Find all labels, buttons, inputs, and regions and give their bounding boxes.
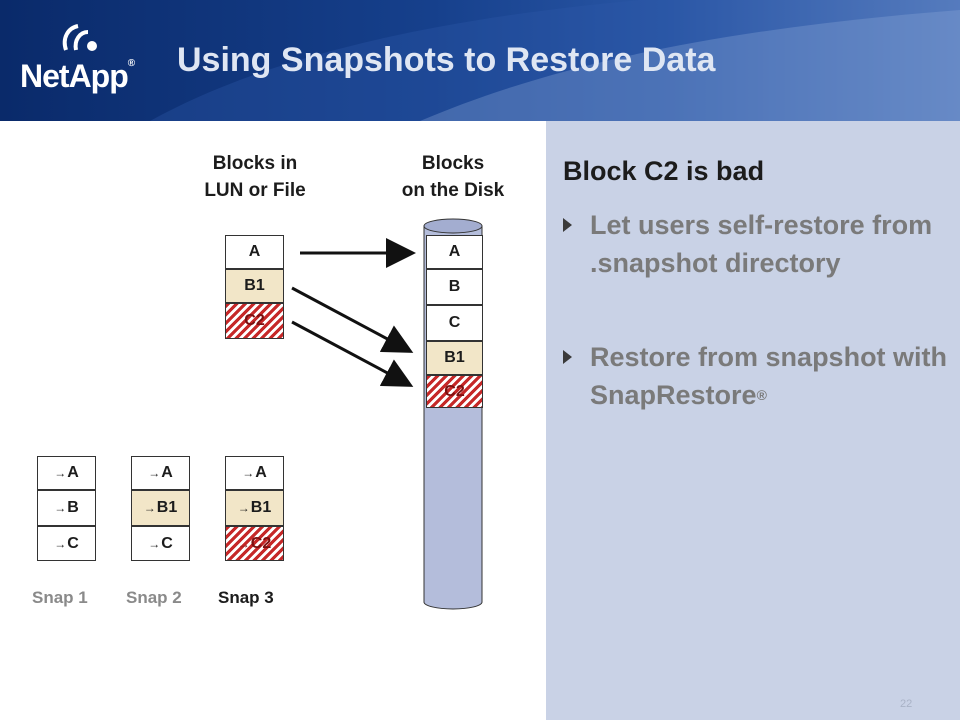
snap2-block-b1: →B1 [131, 490, 190, 526]
snap3-block-c2: →C2 [225, 526, 284, 561]
registered-mark: ® [756, 387, 767, 403]
disk-block-a: A [426, 235, 483, 269]
snap1-label: Snap 1 [32, 588, 88, 607]
arrow-c2 [291, 320, 414, 387]
bullet-self-restore: Let users self-restore from .snapshot di… [563, 206, 943, 326]
snap2-block-a: →A [131, 456, 190, 490]
bullet-text: Restore from snapshot with SnapRestore [590, 342, 948, 410]
bullet-text: Let users self-restore from .snapshot di… [590, 210, 933, 278]
snap2-label: Snap 2 [126, 588, 182, 607]
snap1-block-c: →C [37, 526, 96, 561]
bullet-triangle-icon [563, 350, 572, 364]
bullet-snaprestore: Restore from snapshot with SnapRestore® [563, 338, 947, 418]
disk-block-b: B [426, 269, 483, 305]
disk-block-c2: C2 [426, 375, 483, 408]
snap3-label: Snap 3 [218, 588, 274, 607]
page-number: 22 [900, 698, 913, 710]
disk-block-b1: B1 [426, 341, 483, 375]
logo-text: NetApp® [20, 58, 135, 94]
bullet-triangle-icon [563, 218, 572, 232]
lun-label: Blocks in LUN or File [190, 150, 320, 204]
lun-block-b1: B1 [225, 269, 284, 303]
header-banner: NetApp® Using Snapshots to Restore Data [0, 0, 960, 121]
disk-label-line2: on the Disk [401, 180, 505, 201]
snap1-block-b: →B [37, 490, 96, 526]
arrow-b1 [291, 286, 414, 353]
snap3-block-b1: →B1 [225, 490, 284, 526]
netapp-logo-mark [62, 24, 97, 51]
disk-block-c: C [426, 305, 483, 341]
snap1-block-a: →A [37, 456, 96, 490]
disk-label: Blocks on the Disk [388, 150, 518, 204]
snap2-block-c: →C [131, 526, 190, 561]
bullet-text-wrap: Restore from snapshot with SnapRestore® [590, 338, 950, 414]
lun-label-line2: LUN or File [204, 180, 306, 201]
header-swoosh-graphic [150, 0, 960, 121]
lun-block-c2: C2 [225, 303, 284, 339]
panel-heading: Block C2 is bad [563, 156, 765, 186]
lun-block-a: A [225, 235, 284, 269]
disk-label-line1: Blocks [421, 153, 485, 174]
lun-label-line1: Blocks in [212, 153, 298, 174]
snap3-block-a: →A [225, 456, 284, 490]
right-panel [546, 121, 960, 720]
netapp-logo [18, 20, 148, 100]
page-title: Using Snapshots to Restore Data [177, 41, 716, 79]
